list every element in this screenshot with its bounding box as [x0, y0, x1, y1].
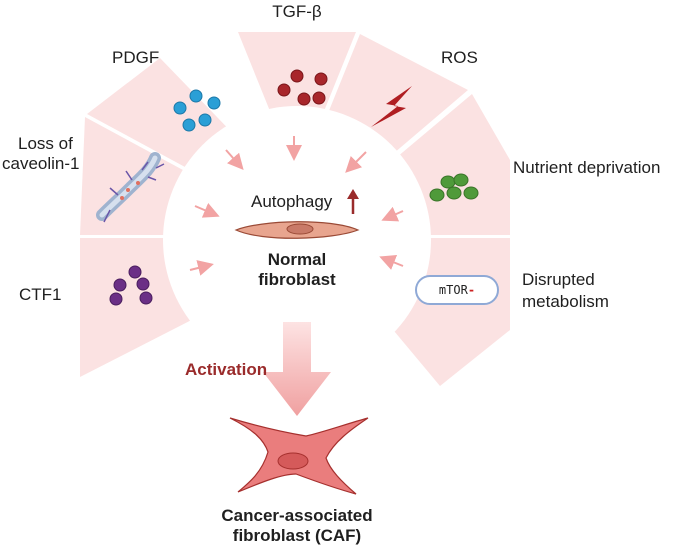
label-metabolism: metabolism	[522, 292, 609, 311]
caf-cell-icon	[229, 417, 369, 495]
arrow-nutrient	[381, 206, 404, 222]
fibroblast-cell-icon	[234, 221, 360, 239]
label-loss-of: Loss of	[18, 134, 73, 153]
mtor-badge: mTOR-	[415, 275, 499, 305]
arrow-pdgf	[225, 149, 244, 170]
center-disc	[163, 106, 431, 374]
label-tgf-beta: TGF-β	[272, 2, 322, 21]
label-ros: ROS	[441, 48, 478, 67]
label-pdgf: PDGF	[112, 48, 160, 67]
arrow-ctf1	[189, 260, 214, 276]
blue-particles-icon	[173, 89, 221, 132]
label-nutrient-deprivation: Nutrient deprivation	[513, 158, 661, 177]
label-caveolin-1: caveolin-1	[2, 154, 80, 173]
arrow-metabolism	[379, 255, 404, 270]
activation-arrow	[263, 322, 331, 416]
label-activation: Activation	[185, 360, 268, 379]
autophagy-up-arrow-icon	[347, 189, 359, 214]
caveolae-membrane-icon	[96, 152, 165, 223]
label-caf-line1: Cancer-associated	[221, 506, 373, 525]
green-particles-icon	[429, 173, 479, 202]
mtor-label: mTOR	[438, 283, 468, 297]
red-particles-icon	[277, 69, 328, 106]
lightning-bolt-icon	[371, 86, 412, 127]
label-normal: Normal	[267, 250, 327, 269]
label-disrupted: Disrupted	[522, 270, 595, 289]
mtor-minus-sign: -	[467, 283, 476, 297]
label-caf-line2: fibroblast (CAF)	[232, 526, 362, 545]
purple-particles-icon	[109, 265, 153, 306]
arrow-caveolin	[194, 202, 220, 218]
label-ctf1: CTF1	[19, 285, 62, 304]
arrow-ros	[345, 151, 367, 173]
label-autophagy: Autophagy	[251, 192, 333, 211]
label-fibroblast: fibroblast	[258, 270, 336, 289]
input-arrows	[189, 136, 404, 276]
